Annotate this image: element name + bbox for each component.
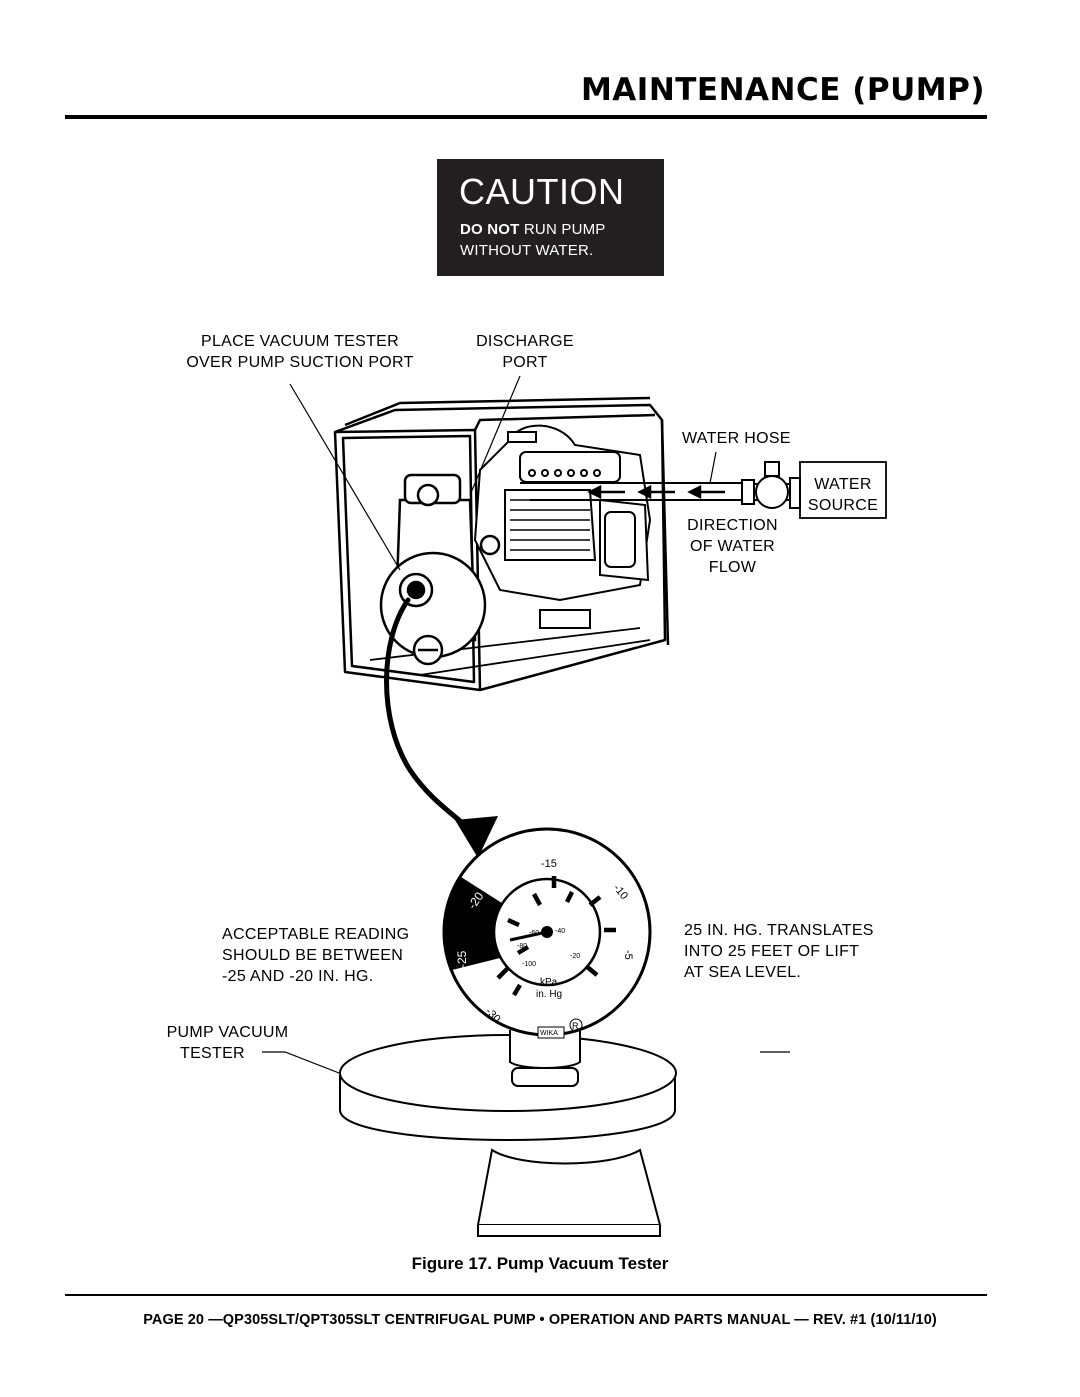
gauge-registered-mark: R [572, 1021, 579, 1031]
footer-rule [65, 1294, 987, 1296]
gauge-kpa-tick-60: -60 [529, 930, 539, 937]
pump-volute [379, 473, 501, 666]
pump-frame [333, 396, 670, 692]
label-line: TESTER [180, 1045, 245, 1062]
section-title: MAINTENANCE (PUMP) [580, 72, 985, 108]
header-rule [65, 115, 987, 119]
label-line: OVER PUMP SUCTION PORT [186, 354, 414, 371]
gauge-unit-inhg: in. Hg [536, 989, 562, 1000]
caution-title: CAUTION [459, 171, 625, 212]
gauge-kpa-tick-20: -20 [570, 953, 580, 960]
gauge-kpa-tick-40: -40 [555, 928, 565, 935]
label-line: AT SEA LEVEL. [684, 964, 802, 981]
gauge-tick-5: -5 [622, 950, 634, 960]
vacuum-gauge [442, 827, 652, 1039]
label-line: PORT [502, 354, 548, 371]
label-line: PLACE VACUUM TESTER [200, 333, 400, 350]
label-line: -25 AND -20 IN. HG. [222, 968, 374, 985]
water-source-box [799, 461, 887, 519]
caution-line-1-rest: RUN PUMP [519, 221, 606, 238]
label-discharge-port: DISCHARGE PORT [460, 331, 590, 373]
label-line: DISCHARGE [476, 333, 574, 350]
label-direction-of-flow: DIRECTION OF WATER FLOW [670, 515, 795, 578]
gauge-tick-25: -25 [455, 950, 469, 968]
label-lift-translation: 25 IN. HG. TRANSLATES INTO 25 FEET OF LI… [684, 920, 874, 983]
label-line: OF WATER [689, 538, 776, 555]
label-pump-vacuum-tester: PUMP VACUUM TESTER [145, 1022, 310, 1064]
gauge-unit-kpa: kPa [540, 977, 558, 988]
water-hose [520, 461, 801, 509]
label-line: FLOW [708, 559, 757, 576]
label-line: DIRECTION [687, 517, 778, 534]
gauge-kpa-tick-80: -80 [517, 943, 527, 950]
label-line: PUMP VACUUM [166, 1024, 289, 1041]
flow-arrows [587, 484, 725, 500]
page-footer: PAGE 20 —QP305SLT/QPT305SLT CENTRIFUGAL … [143, 1312, 937, 1328]
label-line: ACCEPTABLE READING [222, 926, 410, 943]
gauge-tick-15: -15 [541, 858, 557, 870]
label-line: 25 IN. HG. TRANSLATES [684, 922, 874, 939]
label-water-hose: WATER HOSE [682, 430, 791, 447]
engine [473, 424, 652, 629]
label-line: SHOULD BE BETWEEN [222, 947, 404, 964]
label-line: SOURCE [807, 497, 879, 514]
label-water-source: WATER SOURCE [800, 474, 886, 516]
caution-emphasis: DO NOT [460, 221, 520, 238]
figure-caption: Figure 17. Pump Vacuum Tester [411, 1254, 669, 1273]
caution-box: CAUTION DO NOT RUN PUMP WITHOUT WATER. [437, 159, 664, 276]
gauge-stand [339, 1030, 677, 1237]
caution-line-2: WITHOUT WATER. [460, 242, 594, 259]
gauge-brand: WIKA [540, 1030, 558, 1037]
label-place-vacuum-tester: PLACE VACUUM TESTER OVER PUMP SUCTION PO… [170, 331, 430, 373]
label-acceptable-reading: ACCEPTABLE READING SHOULD BE BETWEEN -25… [222, 924, 409, 987]
vacuum-hose [384, 597, 473, 833]
label-line: INTO 25 FEET OF LIFT [684, 943, 860, 960]
gauge-kpa-tick-100: -100 [522, 961, 536, 968]
caution-line-1: DO NOT RUN PUMP [460, 221, 606, 238]
hose-arrow [455, 816, 498, 858]
label-line: WATER [814, 476, 872, 493]
